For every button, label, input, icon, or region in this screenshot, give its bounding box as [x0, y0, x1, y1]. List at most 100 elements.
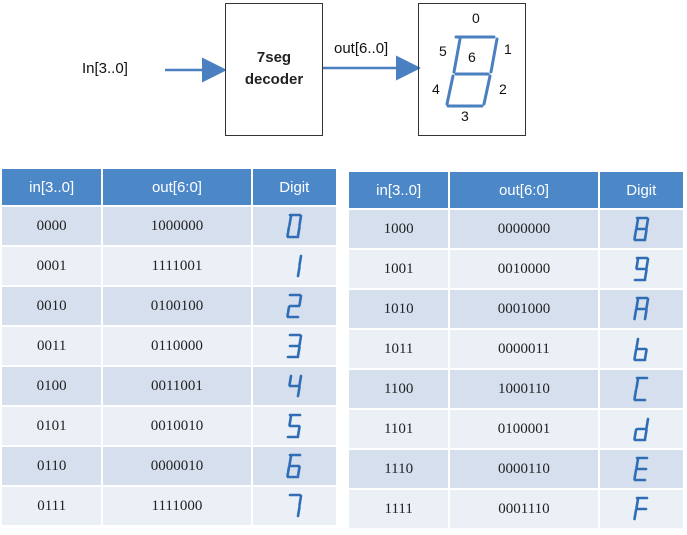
seven-segment-digit-icon [632, 417, 650, 441]
seven-segment-digit-icon [285, 213, 303, 238]
digit-segment-2 [296, 465, 301, 477]
cell-input: 0100 [2, 367, 104, 405]
seven-segment-digit-icon [632, 216, 650, 241]
digit-segment-4 [632, 348, 638, 360]
digit-segment-4 [285, 305, 291, 317]
seven-segment-digit-icon [286, 333, 303, 358]
digit-segment-4 [285, 465, 291, 477]
table-header-row: in[3..0] out[6:0] Digit [2, 169, 336, 205]
digit-segment-1 [644, 297, 650, 309]
cell-output: 1000110 [450, 370, 600, 408]
decoder-block-diagram: In[3..0] 7seg decoder out[6..0] 0 1 2 3 … [0, 0, 687, 150]
header-in: in[3..0] [349, 172, 451, 208]
header-out: out[6:0] [450, 172, 600, 208]
cell-input: 1110 [349, 450, 451, 488]
seven-segment-digit-icon [288, 493, 303, 517]
segment-label-3: 3 [461, 108, 469, 124]
digit-segment-2 [296, 225, 301, 237]
digit-segment-2 [296, 265, 301, 277]
seven-segment-digit-icon [287, 374, 303, 397]
digit-segment-5 [634, 297, 640, 309]
segment-label-1: 1 [504, 41, 512, 57]
cell-input: 0001 [2, 247, 104, 285]
digit-segment-5 [287, 454, 293, 466]
cell-digit [252, 407, 336, 445]
cell-output: 0000010 [103, 447, 253, 485]
input-label: In[3..0] [82, 60, 128, 77]
cell-input: 1101 [349, 410, 451, 448]
seven-segment-digit-icon [632, 337, 648, 361]
cell-output: 1111001 [103, 247, 253, 285]
cell-digit [599, 450, 683, 488]
cell-output: 1000000 [103, 207, 253, 245]
seven-segment-digit-icon [285, 293, 303, 318]
seven-segment-display-icon [445, 35, 499, 108]
seven-segment-digit-icon [632, 296, 650, 320]
cell-input: 0110 [2, 447, 104, 485]
digit-segment-1 [644, 257, 650, 269]
header-out: out[6:0] [103, 169, 253, 205]
cell-digit [252, 447, 336, 485]
digit-segment-1 [644, 417, 650, 429]
digit-segment-2 [296, 345, 301, 357]
cell-input: 1010 [349, 290, 451, 328]
digit-segment-2 [643, 428, 648, 440]
segment-label-2: 2 [499, 81, 507, 97]
digit-segment-4 [632, 468, 638, 480]
cell-input: 1100 [349, 370, 451, 408]
seven-segment-digit-icon [296, 254, 303, 277]
cell-output: 0000011 [450, 330, 600, 368]
cell-output: 0010010 [103, 407, 253, 445]
digit-segment-5 [287, 414, 293, 426]
digit-segment-1 [297, 254, 303, 266]
seven-segment-digit-icon [286, 413, 302, 438]
output-label: out[6..0] [334, 40, 389, 57]
digit-segment-5 [634, 377, 640, 389]
cell-digit [599, 370, 683, 408]
seven-segment-digit-icon [632, 496, 649, 520]
digit-segment-5 [634, 337, 640, 349]
cell-input: 1001 [349, 250, 451, 288]
digit-segment-5 [634, 457, 640, 469]
segment-label-5: 5 [439, 43, 447, 59]
digit-segment-2 [296, 505, 301, 517]
cell-digit [599, 490, 683, 528]
segment-5 [452, 37, 462, 74]
digit-segment-1 [297, 294, 303, 306]
cell-input: 0111 [2, 487, 104, 525]
cell-output: 0001110 [450, 490, 600, 528]
header-digit: Digit [599, 172, 683, 208]
digit-segment-2 [296, 385, 301, 397]
digit-segment-1 [297, 334, 303, 346]
segment-2 [482, 74, 492, 106]
cell-input: 1111 [349, 490, 451, 528]
cell-digit [252, 287, 336, 325]
digit-segment-1 [297, 214, 303, 226]
cell-input: 0000 [2, 207, 104, 245]
cell-output: 0000000 [450, 210, 600, 248]
cell-digit [599, 330, 683, 368]
cell-input: 1000 [349, 210, 451, 248]
seven-segment-digit-icon [632, 376, 649, 401]
cell-output: 0000110 [450, 450, 600, 488]
table-header-row: in[3..0] out[6:0] Digit [349, 172, 683, 208]
digit-segment-5 [634, 217, 640, 229]
digit-segment-2 [643, 268, 648, 280]
digit-segment-1 [297, 494, 303, 506]
cell-digit [599, 410, 683, 448]
cell-output: 0100001 [450, 410, 600, 448]
